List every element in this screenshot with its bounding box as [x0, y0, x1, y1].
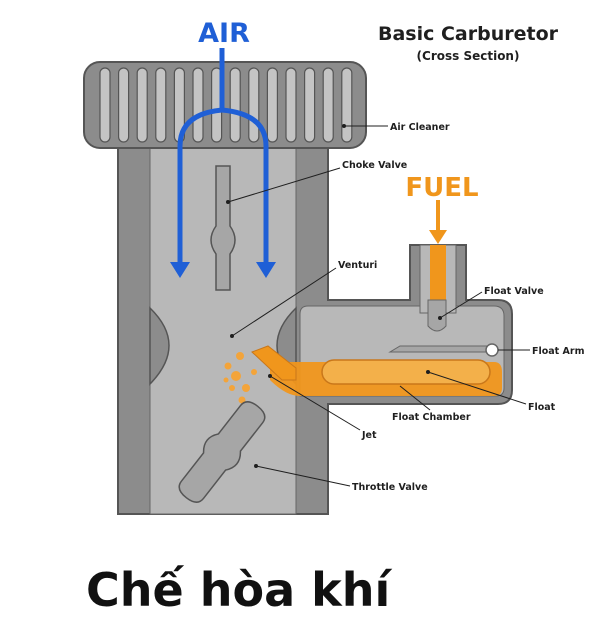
label-air-cleaner: Air Cleaner — [390, 122, 450, 133]
label-jet: Jet — [361, 430, 377, 441]
air-cleaner-rib — [155, 67, 167, 143]
air-cleaner — [83, 61, 367, 149]
air-cleaner-rib — [229, 67, 241, 143]
fuel-pool — [251, 245, 502, 396]
air-cleaner-rib — [304, 67, 316, 143]
air-cleaner-rib — [117, 67, 130, 143]
label-throttle-valve: Throttle Valve — [352, 482, 428, 493]
air-arrow-heads — [170, 262, 276, 278]
air-cleaner-rib — [285, 67, 297, 143]
air-cleaner-rib — [248, 67, 260, 143]
label-float: Float — [528, 402, 556, 413]
air-cleaner-rib — [322, 67, 334, 143]
throttle-valve — [178, 401, 266, 503]
air-flow-arrows — [177, 48, 269, 262]
air-cleaner-rib — [99, 67, 111, 143]
fuel-spray — [223, 352, 257, 404]
label-venturi: Venturi — [338, 260, 377, 271]
label-choke-valve: Choke Valve — [342, 160, 407, 171]
choke-valve — [210, 165, 236, 291]
fuel-label: FUEL — [405, 173, 478, 203]
diagram-title: Basic Carburetor — [378, 23, 559, 45]
air-cleaner-rib — [136, 67, 148, 143]
air-cleaner-rib — [266, 67, 278, 143]
float — [321, 359, 491, 385]
label-float-chamber: Float Chamber — [392, 412, 471, 423]
label-float-arm: Float Arm — [532, 346, 585, 357]
air-cleaner-rib — [192, 67, 204, 143]
air-label: AIR — [198, 18, 250, 49]
air-cleaner-rib — [341, 67, 353, 143]
caption: Chế hòa khí — [86, 563, 392, 617]
label-float-valve: Float Valve — [484, 286, 544, 297]
fuel-arrow — [429, 200, 447, 244]
diagram-subtitle: (Cross Section) — [417, 49, 520, 63]
leader-lines — [226, 124, 530, 487]
